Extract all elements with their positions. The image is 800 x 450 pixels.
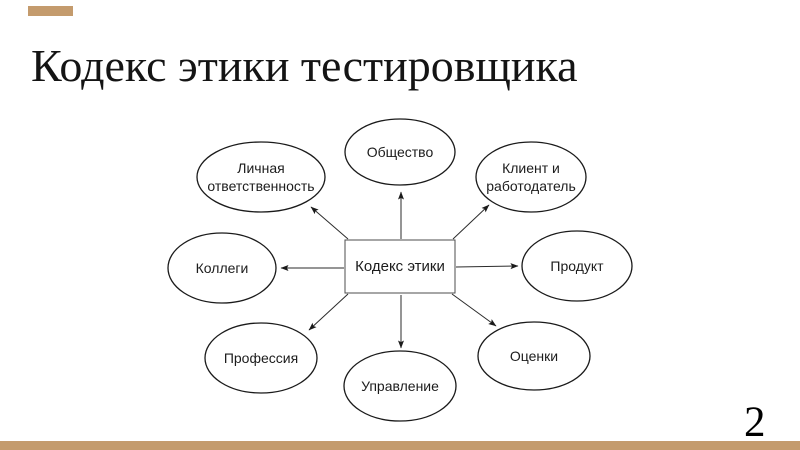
node-ellipse-evaluations: [477, 321, 591, 391]
node-ellipse-management: [343, 350, 457, 422]
node-label-product: Продукт: [550, 257, 604, 274]
node-ellipse-personal-responsibility: [196, 141, 326, 213]
node-label-profession: Профессия: [223, 349, 299, 366]
center-box-label: Кодекс этики: [355, 257, 445, 275]
top-accent-mark: [28, 6, 73, 16]
node-ellipse-product: [521, 230, 633, 302]
node-ellipse-client-employer: [475, 141, 587, 213]
node-ellipse-profession: [204, 322, 318, 394]
node-ellipse-society: [344, 118, 456, 186]
arrow-to-client-employer: [452, 204, 490, 240]
node-label-evaluations: Оценки: [509, 347, 559, 364]
node-label-management: Управление: [361, 377, 439, 394]
node-label-society: Общество: [366, 143, 434, 160]
node-label-client-employer: Клиент и работодатель: [486, 159, 576, 194]
node-label-personal-responsibility: Личная ответственность: [207, 159, 315, 194]
page-number: 2: [744, 399, 766, 446]
footer-accent-bar: [0, 441, 800, 450]
node-label-colleagues: Коллеги: [195, 259, 249, 276]
arrow-to-evaluations: [451, 293, 497, 327]
arrow-to-profession: [308, 293, 349, 331]
node-ellipse-colleagues: [167, 232, 277, 304]
slide-title: Кодекс этики тестировщика: [31, 40, 578, 91]
arrow-to-personal-responsibility: [310, 206, 349, 240]
arrow-to-product: [455, 263, 519, 270]
center-box: [344, 239, 456, 294]
